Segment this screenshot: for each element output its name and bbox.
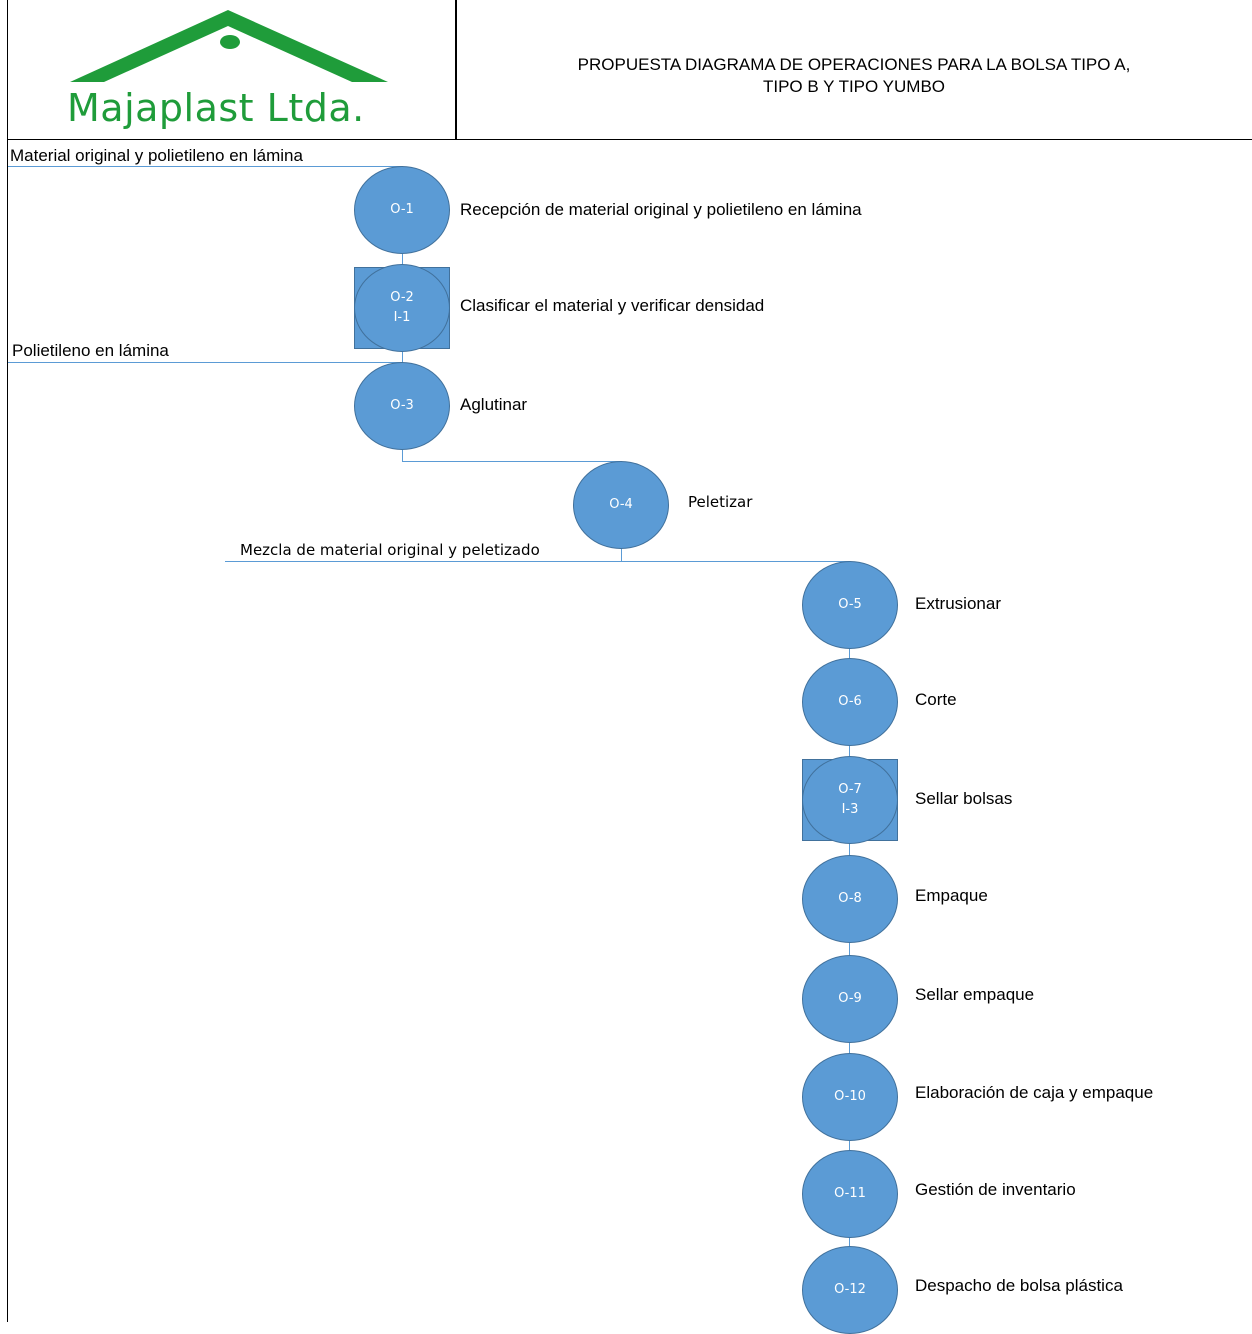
operation-id: O-3 [390, 398, 414, 413]
operation-label: Elaboración de caja y empaque [915, 1083, 1154, 1102]
operation-id: O-10 [834, 1089, 866, 1104]
operation-node: O-12 [802, 1246, 898, 1334]
operation-node: O-7 I-3 [802, 756, 898, 844]
header-divider [455, 0, 457, 140]
operation-label: Extrusionar [915, 594, 1001, 613]
left-border [7, 0, 8, 1322]
operation-label: Sellar empaque [915, 985, 1035, 1004]
title-line-2: TIPO B Y TIPO YUMBO [762, 77, 946, 96]
input-line-3 [225, 561, 850, 562]
operation-label: Despacho de bolsa plástica [915, 1276, 1123, 1295]
input-line-1 [8, 166, 403, 167]
operation-id: O-5 [838, 597, 862, 612]
operation-node: O-8 [802, 855, 898, 943]
operation-label: Corte [915, 690, 957, 709]
operation-node: O-11 [802, 1150, 898, 1238]
input-line-2 [8, 362, 403, 363]
operation-id: O-11 [834, 1186, 866, 1201]
operation-id: O-1 [390, 202, 414, 217]
operation-id: O-12 [834, 1282, 866, 1297]
operation-label: Empaque [915, 886, 988, 905]
inspection-id: I-1 [393, 310, 411, 325]
connector-o3-o4 [402, 461, 622, 462]
input-label-3: Mezcla de material original y peletizado [240, 541, 540, 559]
connector-o4-drop [621, 538, 622, 562]
operation-label: Clasificar el material y verificar densi… [460, 296, 765, 315]
operation-id: O-9 [838, 991, 862, 1006]
operation-node: O-9 [802, 955, 898, 1043]
logo-text: Majaplast Ltda. [67, 86, 365, 130]
inspection-id: I-3 [841, 802, 859, 817]
operation-node: O-5 [802, 561, 898, 649]
operation-label: Gestión de inventario [915, 1180, 1076, 1199]
input-label-2: Polietileno en lámina [12, 341, 169, 360]
operation-id: O-4 [609, 497, 633, 512]
operation-node: O-1 [354, 166, 450, 254]
header-bottom-line [7, 139, 1252, 140]
operation-id: O-6 [838, 694, 862, 709]
operation-id: O-2 [390, 290, 414, 305]
operation-node: O-6 [802, 658, 898, 746]
operation-node: O-4 [573, 461, 669, 549]
operation-label: Sellar bolsas [915, 789, 1013, 808]
operation-label: Aglutinar [460, 395, 528, 414]
page-title: PROPUESTA DIAGRAMA DE OPERACIONES PARA L… [463, 54, 1245, 98]
operation-label: Peletizar [688, 493, 753, 511]
logo-roof-icon [70, 10, 388, 82]
operation-label: Recepción de material original y polieti… [460, 200, 862, 219]
operation-node: O-3 [354, 362, 450, 450]
operation-node: O-2 I-1 [354, 264, 450, 352]
operation-node: O-10 [802, 1053, 898, 1141]
operation-id: O-8 [838, 891, 862, 906]
input-label-1: Material original y polietileno en lámin… [10, 146, 303, 165]
operation-id: O-7 [838, 782, 862, 797]
connector-o3-drop [402, 440, 403, 462]
title-line-1: PROPUESTA DIAGRAMA DE OPERACIONES PARA L… [577, 55, 1131, 74]
